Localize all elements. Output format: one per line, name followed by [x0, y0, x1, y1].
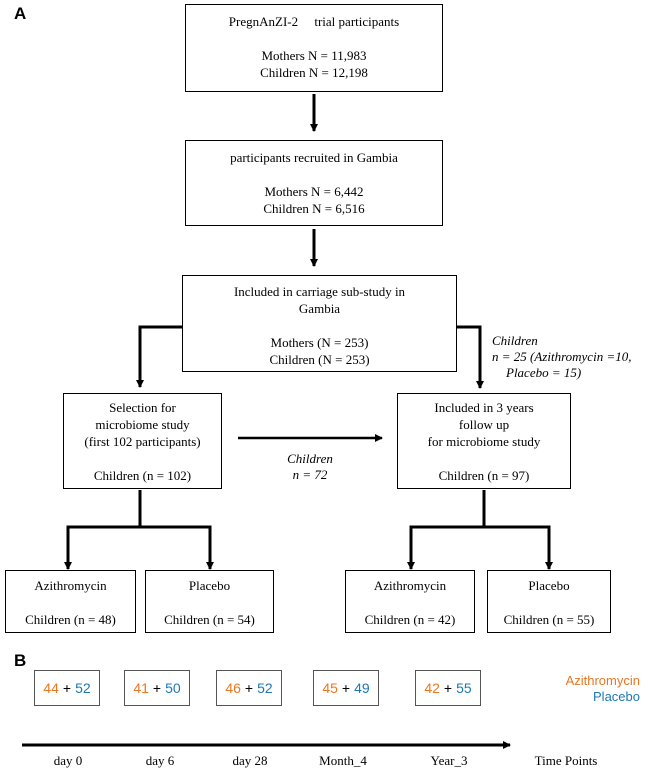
azithromycin-count: 46	[225, 680, 241, 696]
legend-placebo: Placebo	[593, 689, 640, 704]
gambia-children: Children N = 6,516	[263, 201, 365, 216]
gambia-title: participants recruited in Gambia	[230, 150, 398, 165]
azithromycin-count: 41	[133, 680, 149, 696]
azi-right-children: Children (n = 42)	[364, 612, 456, 627]
carriage-title-2: Gambia	[298, 301, 341, 316]
timepoint-box: 45 + 49	[313, 670, 379, 706]
three-year-followup-box: Included in 3 years follow up for microb…	[397, 393, 571, 489]
placebo-count: 52	[75, 680, 91, 696]
pla-left-title: Placebo	[188, 578, 231, 593]
trial-participants-box: PregnAnZI-2 trial participants Mothers N…	[185, 4, 443, 92]
timepoint-label: day 28	[232, 753, 268, 768]
azithromycin-count: 44	[43, 680, 59, 696]
timepoint-label: day 6	[145, 753, 175, 768]
trial-title: PregnAnZI-2 trial participants	[228, 14, 400, 29]
plus-sign: +	[152, 680, 162, 696]
pla-right-children: Children (n = 55)	[503, 612, 595, 627]
placebo-count: 52	[257, 680, 273, 696]
pla-right-title: Placebo	[528, 578, 570, 593]
placebo-left-box: Placebo Children (n = 54)	[145, 570, 274, 633]
azithromycin-left-box: Azithromycin Children (n = 48)	[5, 570, 136, 633]
placebo-count: 49	[354, 680, 370, 696]
azithromycin-right-box: Azithromycin Children (n = 42)	[345, 570, 475, 633]
carriage-substudy-box: Included in carriage sub-study in Gambia…	[182, 275, 457, 372]
plus-sign: +	[244, 680, 254, 696]
panel-label-a: A	[14, 4, 27, 23]
note-mid-line-2: n = 72	[292, 467, 328, 482]
legend-azithromycin: Azithromycin	[565, 673, 640, 688]
timepoint-label: Year_3	[430, 753, 468, 768]
azi-left-children: Children (n = 48)	[25, 612, 116, 627]
note-mid-line-1: Children	[287, 451, 333, 466]
plus-sign: +	[443, 680, 453, 696]
plus-sign: +	[341, 680, 351, 696]
branch-right	[407, 490, 486, 570]
placebo-right-box: Placebo Children (n = 55)	[487, 570, 611, 633]
branch-right-2	[484, 525, 553, 570]
branch-left	[64, 490, 142, 570]
placebo-count: 55	[456, 680, 472, 696]
azi-right-title: Azithromycin	[373, 578, 447, 593]
timepoint-box: 44 + 52	[34, 670, 100, 706]
branch-left-2	[140, 525, 214, 570]
timepoint-box: 46 + 52	[216, 670, 282, 706]
carriage-children: Children (N = 253)	[269, 352, 370, 367]
arrow-carriage-to-selection	[136, 325, 182, 388]
gambia-box: participants recruited in Gambia Mothers…	[185, 140, 443, 226]
microbiome-selection-box: Selection for microbiome study (first 10…	[63, 393, 222, 489]
followup-line-3: for microbiome study	[427, 434, 541, 449]
plus-sign: +	[62, 680, 72, 696]
trial-mothers: Mothers N = 11,983	[261, 48, 367, 63]
timepoint-box: 42 + 55	[415, 670, 481, 706]
note-right-line-2: n = 25 (Azithromycin =10,	[492, 349, 632, 364]
followup-line-2: follow up	[458, 417, 510, 432]
gambia-mothers: Mothers N = 6,442	[264, 184, 364, 199]
selection-line-3: (first 102 participants)	[84, 434, 201, 449]
time-points-axis-label: Time Points	[534, 753, 598, 768]
carriage-title-1: Included in carriage sub-study in	[233, 284, 406, 299]
timepoint-label: day 0	[53, 753, 83, 768]
panel-label-b: B	[14, 651, 27, 670]
carriage-mothers: Mothers (N = 253)	[270, 335, 369, 350]
note-children-72: Children n = 72	[262, 451, 358, 483]
note-right-line-1: Children	[492, 333, 538, 348]
followup-line-1: Included in 3 years	[434, 400, 534, 415]
pla-left-children: Children (n = 54)	[164, 612, 255, 627]
arrow-carriage-to-followup	[457, 325, 484, 389]
azithromycin-count: 45	[322, 680, 338, 696]
selection-children: Children (n = 102)	[93, 468, 192, 483]
note-right-line-3: Placebo = 15)	[506, 365, 582, 380]
followup-children: Children (n = 97)	[438, 468, 530, 483]
azi-left-title: Azithromycin	[34, 578, 107, 593]
selection-line-1: Selection for	[109, 400, 176, 415]
selection-line-2: microbiome study	[95, 417, 190, 432]
timepoint-box: 41 + 50	[124, 670, 190, 706]
trial-children: Children N = 12,198	[260, 65, 368, 80]
placebo-count: 50	[165, 680, 181, 696]
azithromycin-count: 42	[424, 680, 440, 696]
note-children-25: Children n = 25 (Azithromycin =10, Place…	[492, 333, 631, 381]
timepoint-label: Month_4	[319, 753, 367, 768]
